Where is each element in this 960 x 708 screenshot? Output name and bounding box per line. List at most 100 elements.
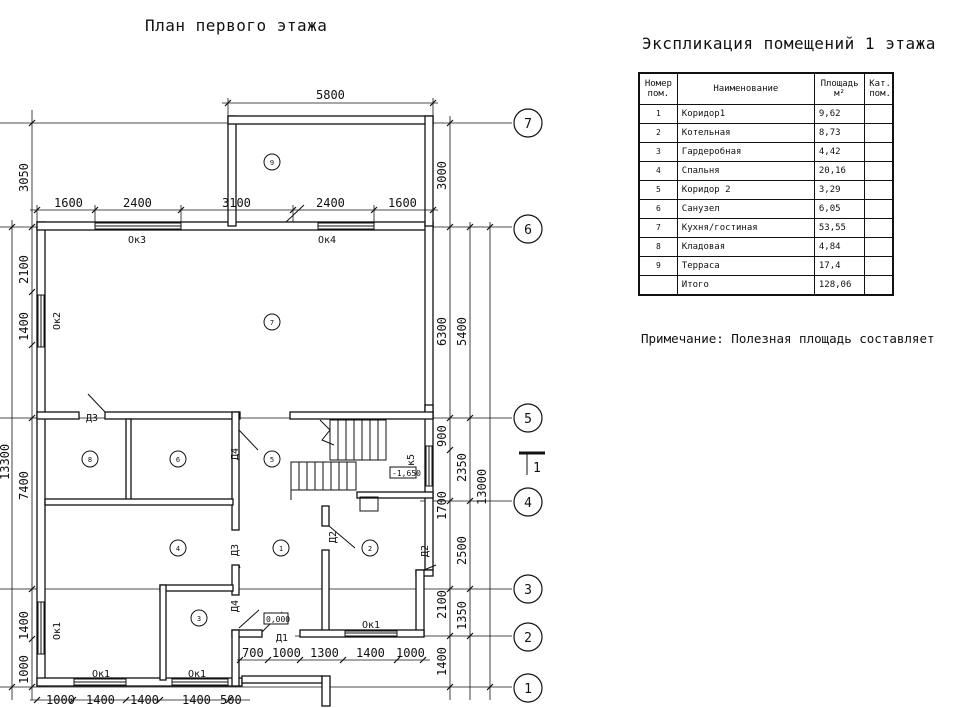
dim-mid-2: 2350: [455, 453, 469, 482]
level-marks: -1,650 0,000: [263, 466, 421, 625]
cell-num: 5: [638, 180, 678, 200]
cell-area: 8,73: [813, 123, 866, 143]
cell-num: 9: [638, 256, 678, 276]
dim-bottom-3: 1400: [130, 693, 159, 707]
svg-text:3: 3: [197, 615, 201, 623]
dim-bottom-2: 1400: [86, 693, 115, 707]
window-label-ok1-left: Ок1: [52, 622, 63, 640]
dimensions: 5800 1600 2400 3100 2400 1600 3050 2100 …: [0, 88, 489, 707]
cell-name: Коридор1: [676, 104, 815, 124]
cell-area: 53,55: [813, 218, 866, 238]
walls: [36, 115, 434, 707]
cell-cat: [864, 104, 894, 124]
svg-text:7: 7: [524, 117, 532, 132]
axis-marker-1: 1: [513, 673, 543, 703]
dim-left-1: 3050: [17, 163, 31, 192]
dim-right-5: 2100: [435, 590, 449, 619]
door-label-d4-bottom: Д4: [230, 600, 241, 612]
window-label-ok1-bottom-b: Ок1: [188, 669, 206, 680]
svg-text:1: 1: [533, 461, 541, 476]
room-marker-6: 6: [169, 450, 187, 468]
explication-table: Номер пом. Наименование Площадь м² Кат. …: [638, 72, 894, 296]
axis-markers: 7 6 5 4 3 2 1: [513, 108, 543, 703]
cell-area: 6,05: [813, 199, 866, 219]
room-marker-9: 9: [263, 153, 281, 171]
room-marker-4: 4: [169, 539, 187, 557]
room-marker-5: 5: [263, 450, 281, 468]
plan-title: План первого этажа: [145, 16, 328, 35]
svg-text:4: 4: [176, 545, 180, 553]
cell-cat: [864, 123, 894, 143]
cell-area: 9,62: [813, 104, 866, 124]
dim-mid-1: 5400: [455, 317, 469, 346]
cell-cat: [864, 275, 894, 296]
cell-num: 8: [638, 237, 678, 257]
table-header-row: Номер пом. Наименование Площадь м² Кат. …: [638, 72, 894, 105]
cell-area: 128,06: [813, 275, 866, 296]
cell-area: 20,16: [813, 161, 866, 181]
col-header-number: Номер пом.: [638, 72, 678, 105]
level-porch: 0,000: [266, 615, 290, 624]
axis-marker-3: 3: [513, 574, 543, 604]
dim-mid-4: 1350: [455, 601, 469, 630]
cell-num: 1: [638, 104, 678, 124]
cell-cat: [864, 199, 894, 219]
dim-mid-3: 2500: [455, 536, 469, 565]
note-text: Примечание: Полезная площадь составляет: [641, 331, 935, 346]
door-label-d3-bottom: Д3: [230, 544, 241, 556]
window-label-ok2: Ок2: [52, 312, 63, 330]
cell-name: Итого: [676, 275, 815, 296]
dim-top-total: 5800: [316, 88, 345, 102]
axis-marker-2: 2: [513, 622, 543, 652]
cell-num: 2: [638, 123, 678, 143]
svg-text:1: 1: [279, 545, 283, 553]
dim-porch-2: 1000: [272, 646, 301, 660]
cell-name: Кладовая: [676, 237, 815, 257]
svg-text:8: 8: [88, 456, 92, 464]
window-label-ok1-right: Ок1: [362, 620, 380, 631]
opening-labels: Ок3 Ок4 Ок2 Ок1 Ок1 Ок1 Ок1 Ок5 Д3 Д4 Д3…: [52, 235, 431, 680]
cell-area: 4,42: [813, 142, 866, 162]
dim-top-5: 1600: [388, 196, 417, 210]
dim-left-2: 2100: [17, 255, 31, 284]
cell-name: Коридор 2: [676, 180, 815, 200]
svg-text:6: 6: [524, 223, 532, 238]
cell-num: 3: [638, 142, 678, 162]
cell-name: Кухня/гостиная: [676, 218, 815, 238]
dim-bottom-5: 500: [220, 693, 242, 707]
dim-porch-1: 700: [242, 646, 264, 660]
window-label-ok1-bottom-a: Ок1: [92, 669, 110, 680]
dim-top-1: 1600: [54, 196, 83, 210]
window-label-ok3: Ок3: [128, 235, 146, 246]
cell-name: Санузел: [676, 199, 815, 219]
door-label-d2-left: Д2: [328, 531, 339, 543]
svg-text:9: 9: [270, 159, 274, 167]
dim-bottom-4: 1400: [182, 693, 211, 707]
cell-name: Терраса: [676, 256, 815, 276]
dim-porch-3: 1300: [310, 646, 339, 660]
cell-name: Гардеробная: [676, 142, 815, 162]
dim-right-3: 900: [435, 425, 449, 447]
col-header-name: Наименование: [676, 72, 815, 105]
dim-left-4: 7400: [17, 471, 31, 500]
dim-left-5: 1400: [17, 611, 31, 640]
axis-marker-4: 4: [513, 487, 543, 517]
dim-top-4: 2400: [316, 196, 345, 210]
room-marker-2: 2: [361, 539, 379, 557]
cell-num: 7: [638, 218, 678, 238]
dim-right-4: 1700: [435, 491, 449, 520]
room-marker-8: 8: [81, 450, 99, 468]
dim-porch-5: 1000: [396, 646, 425, 660]
axis-marker-6: 6: [513, 214, 543, 244]
cell-num: [638, 275, 678, 296]
level-stair: -1,650: [392, 469, 421, 478]
dim-right-total: 13000: [475, 469, 489, 505]
dim-porch-4: 1400: [356, 646, 385, 660]
